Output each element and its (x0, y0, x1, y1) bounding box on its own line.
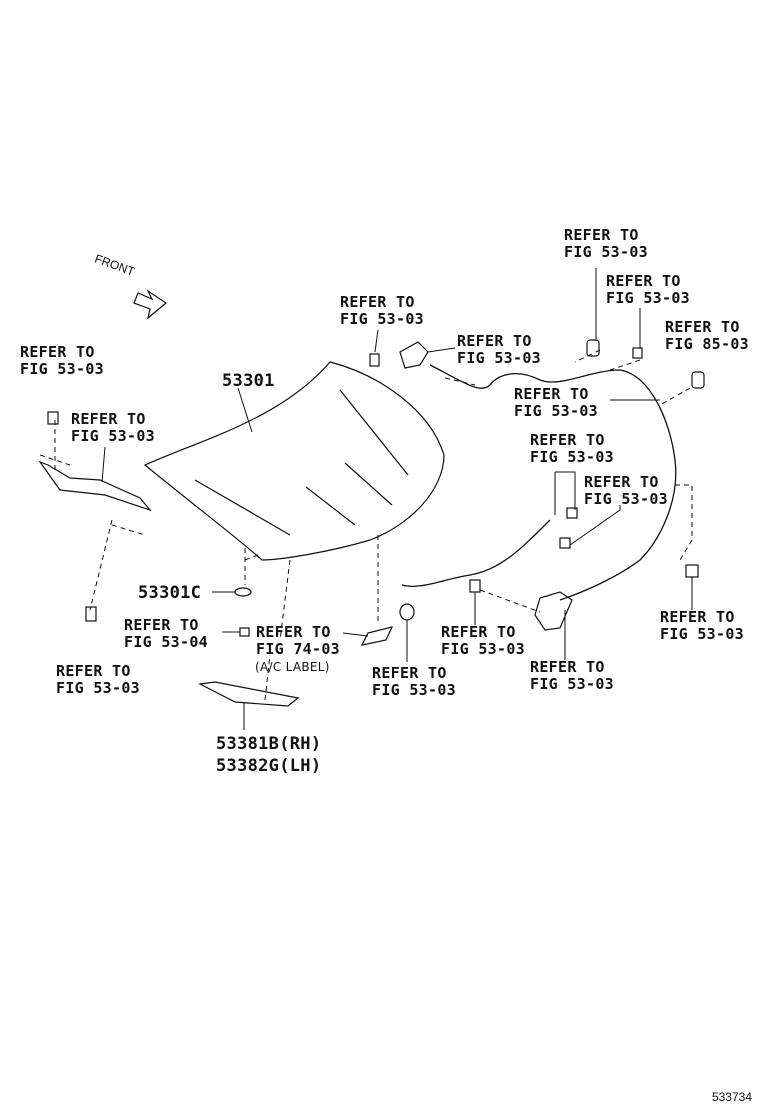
clip-icon (691, 371, 705, 389)
lock-leader (427, 347, 456, 353)
release-cable (429, 364, 677, 601)
cushion-icon (234, 587, 252, 597)
part-number-cushion: 53301C (138, 583, 202, 603)
hood-inner-line (194, 479, 291, 536)
clip-icon (685, 564, 699, 578)
clip-icon (586, 339, 600, 357)
hood-inner-line (344, 462, 393, 506)
hinge-left-leader (101, 446, 106, 483)
clip-icon (239, 627, 250, 637)
grommet-icon (399, 603, 415, 621)
clip-icon (559, 537, 571, 549)
leader-line-hood (237, 387, 253, 433)
part-number-hood: 53301 (222, 371, 275, 391)
clip-leader (569, 505, 621, 546)
hood-panel-outline (143, 361, 445, 561)
bolt-icon (47, 411, 59, 425)
clip-icon (566, 507, 578, 519)
bolt-icon (85, 606, 97, 622)
ac-label-leader (342, 632, 369, 637)
hood-lock-icon (399, 341, 429, 369)
hinge-left-dashed (39, 420, 146, 611)
bolt-icon (469, 579, 481, 593)
part-number-seal-rh: 53381B(RH) (216, 734, 322, 754)
lock-leader-2 (374, 329, 379, 353)
latch-dashed (479, 589, 541, 613)
ac-label-text: (A/C LABEL) (255, 660, 330, 674)
hood-inner-line (339, 389, 409, 476)
latch-icon (534, 591, 573, 631)
hood-guide-dashed (244, 535, 379, 701)
hinge-left (38, 460, 152, 512)
hood-seal-icon (198, 681, 300, 707)
mid-bracket-leader (554, 471, 576, 515)
figure-number: 533734 (711, 1090, 752, 1104)
bolt-icon (369, 353, 380, 367)
cable-dashed (444, 349, 693, 561)
clip-icon (632, 347, 643, 359)
release-cable-2 (401, 519, 551, 587)
ac-label-shape (360, 626, 394, 646)
hood-inner-line (305, 486, 356, 526)
part-number-seal-lh: 53382G(LH) (216, 756, 322, 776)
front-arrow-icon (133, 289, 168, 320)
